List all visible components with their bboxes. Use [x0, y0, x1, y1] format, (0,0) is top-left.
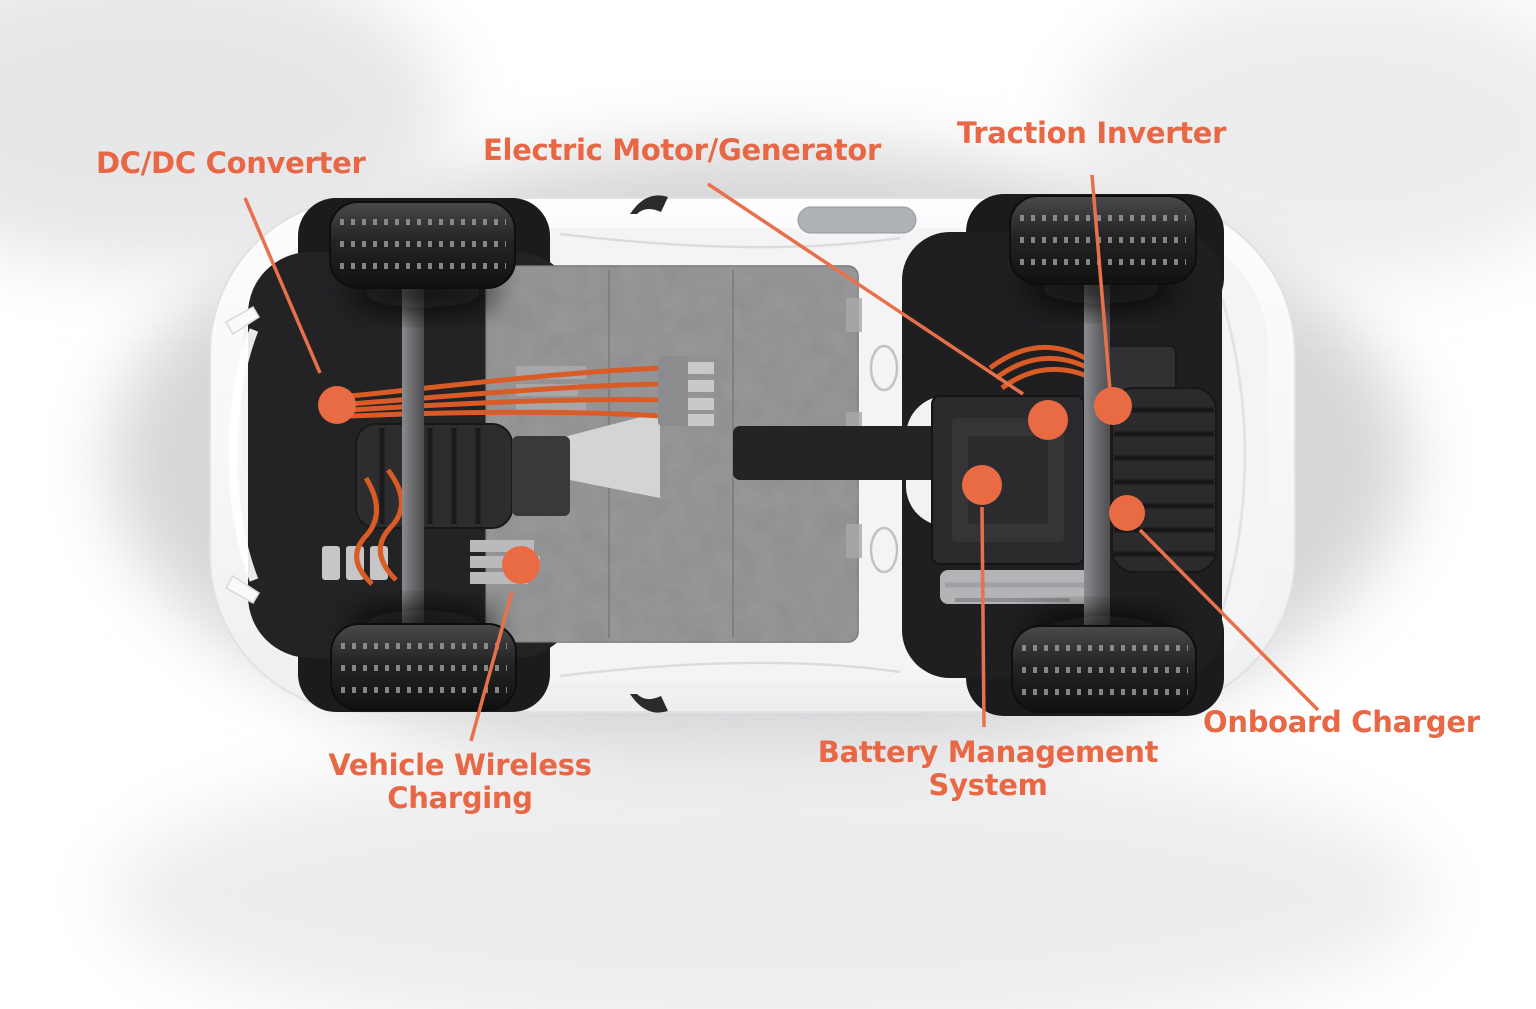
- cable-connector: [658, 356, 714, 426]
- label-battery-management-system: Battery Management System: [817, 735, 1159, 802]
- label-traction-inverter: Traction Inverter: [957, 116, 1227, 150]
- front-bottom-wheel: [330, 610, 517, 711]
- door-sill-trim: [797, 206, 917, 234]
- hv-cables: [349, 344, 1102, 586]
- front-axle: [402, 278, 424, 632]
- side-mirror-top: [630, 195, 668, 214]
- label-vehicle-wireless-charging: Vehicle Wireless Charging: [328, 748, 592, 815]
- front-top-wheel: [329, 201, 516, 308]
- label-electric-motor-generator: Electric Motor/Generator: [483, 133, 882, 167]
- label-onboard-charger: Onboard Charger: [1203, 705, 1480, 739]
- rear-axle: [1084, 274, 1110, 634]
- label-dc-dc-converter: DC/DC Converter: [96, 146, 366, 180]
- rear-bottom-wheel: [1011, 616, 1197, 713]
- driveshaft-cone: [560, 412, 660, 498]
- rear-top-wheel: [1009, 195, 1197, 304]
- side-mirror-bottom: [630, 694, 668, 713]
